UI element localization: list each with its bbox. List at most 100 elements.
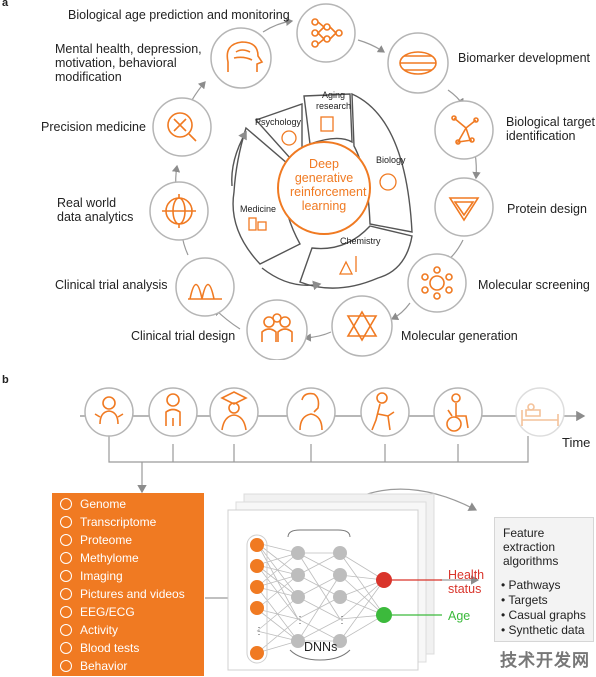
label-generation: Molecular generation bbox=[401, 329, 518, 343]
data-type-label: Imaging bbox=[80, 568, 123, 583]
data-type-label: Proteome bbox=[80, 532, 133, 547]
label-precision: Precision medicine bbox=[41, 120, 146, 134]
label-protein: Protein design bbox=[507, 202, 587, 216]
panel-b: b bbox=[0, 370, 596, 677]
dnn-nodes: ⋮ ⋮ ⋮ bbox=[246, 529, 442, 664]
globe-target-icon bbox=[162, 194, 196, 228]
feature-item: • Targets bbox=[501, 593, 548, 607]
dna-magnifier-icon bbox=[167, 112, 197, 142]
node-screening bbox=[407, 253, 467, 313]
protein-icon bbox=[448, 197, 480, 222]
lifecourse-diagram: ⋮ ⋮ ⋮ bbox=[80, 387, 586, 671]
elder-icon bbox=[371, 392, 395, 431]
node-trial-design bbox=[246, 299, 308, 360]
medicine-icon bbox=[248, 217, 257, 231]
dna-icon bbox=[60, 497, 72, 510]
target-line-1: Biological target bbox=[506, 115, 595, 129]
svg-text:⋮: ⋮ bbox=[295, 615, 305, 626]
biomarker-icon bbox=[399, 51, 437, 75]
feature-title-line-1: Feature bbox=[503, 526, 545, 540]
rwd-line-2: data analytics bbox=[57, 210, 134, 224]
protein-icon bbox=[60, 533, 72, 546]
methylome-icon bbox=[60, 551, 72, 564]
time-label: Time bbox=[562, 435, 591, 450]
data-type-label: Transcriptome bbox=[80, 514, 157, 529]
center-circle bbox=[277, 141, 371, 235]
health-line-1: Health bbox=[448, 568, 485, 582]
age-label: Age bbox=[448, 609, 471, 623]
aging-research-icon bbox=[320, 116, 334, 132]
people-icon bbox=[261, 313, 293, 342]
segment-label-aging: Aging research bbox=[316, 90, 351, 112]
data-type-eeg: EEG/ECG bbox=[60, 603, 135, 620]
time-node-adult bbox=[286, 387, 336, 437]
data-type-behavior: Behavior bbox=[60, 657, 127, 674]
molecule-network-icon bbox=[451, 115, 479, 145]
data-type-pictures: Pictures and videos bbox=[60, 585, 185, 602]
panel-a: a bbox=[2, 0, 595, 360]
time-node-elder bbox=[360, 387, 410, 437]
mental-line-3: modification bbox=[55, 70, 122, 84]
label-mental: Mental health, depression, motivation, b… bbox=[55, 42, 202, 84]
center-line-4: learning bbox=[301, 199, 347, 213]
molecule-icon bbox=[421, 266, 453, 300]
mental-line-2: motivation, behavioral bbox=[55, 56, 177, 70]
data-type-transcriptome: Transcriptome bbox=[60, 513, 156, 530]
feature-item: • Pathways bbox=[501, 578, 561, 592]
segment-label-biology: Biology bbox=[376, 155, 406, 165]
biology-icon bbox=[379, 173, 397, 191]
health-status-label: Health status bbox=[448, 568, 484, 596]
camera-icon bbox=[60, 587, 72, 600]
neural-network-icon bbox=[311, 18, 343, 48]
data-types-panel: Genome Transcriptome Proteome Methylome … bbox=[52, 493, 204, 676]
time-node-wheelchair bbox=[433, 387, 483, 437]
panel-a-letter: a bbox=[2, 0, 9, 9]
feature-item: • Synthetic data bbox=[501, 623, 585, 637]
data-type-label: Pictures and videos bbox=[80, 586, 185, 601]
aging-line-2: research bbox=[316, 101, 352, 111]
adult-icon bbox=[299, 392, 323, 431]
age-output-node bbox=[376, 607, 392, 623]
health-output-node bbox=[376, 572, 392, 588]
chemistry-icon bbox=[338, 256, 357, 275]
data-type-methylome: Methylome bbox=[60, 549, 139, 566]
label-trial-analysis: Clinical trial analysis bbox=[55, 278, 168, 292]
feature-title-line-3: algorithms bbox=[503, 554, 559, 568]
data-type-label: Activity bbox=[80, 622, 119, 637]
center-line-2: generative bbox=[294, 171, 354, 185]
segment-label-medicine: Medicine bbox=[240, 204, 277, 214]
time-node-infant bbox=[84, 387, 134, 437]
center-line-1: Deep bbox=[309, 157, 339, 171]
label-trial-design: Clinical trial design bbox=[131, 329, 236, 343]
label-biomarker: Biomarker development bbox=[458, 51, 591, 65]
peaks-chart-icon bbox=[188, 283, 222, 300]
feature-extraction-box: Feature extraction algorithms • Pathways… bbox=[494, 517, 594, 642]
label-target: Biological target identification bbox=[506, 115, 595, 143]
psychology-icon bbox=[281, 130, 297, 146]
data-type-label: EEG/ECG bbox=[80, 604, 135, 619]
activity-icon bbox=[60, 623, 72, 636]
behavior-icon bbox=[60, 659, 72, 672]
dnn-label: DNNs bbox=[304, 640, 338, 654]
mental-line-1: Mental health, depression, bbox=[55, 42, 202, 56]
bed-icon bbox=[521, 403, 559, 426]
time-node-child bbox=[148, 387, 198, 437]
data-type-imaging: Imaging bbox=[60, 567, 123, 584]
node-generation bbox=[331, 295, 393, 357]
label-rwd: Real world data analytics bbox=[57, 196, 133, 224]
cycle-diagram bbox=[149, 3, 494, 360]
data-type-genome: Genome bbox=[60, 495, 126, 512]
node-bio-age bbox=[296, 3, 356, 63]
segment-label-psychology: Psychology bbox=[255, 117, 302, 127]
target-line-2: identification bbox=[506, 129, 576, 143]
data-type-label: Methylome bbox=[80, 550, 139, 565]
infant-icon bbox=[94, 396, 124, 425]
data-type-proteome: Proteome bbox=[60, 531, 132, 548]
svg-text:⋮: ⋮ bbox=[337, 615, 347, 626]
feature-item: • Casual graphs bbox=[501, 608, 586, 622]
feature-title-line-2: extraction bbox=[503, 540, 556, 554]
segment-label-chemistry: Chemistry bbox=[340, 236, 381, 246]
dnn-stack bbox=[227, 493, 435, 671]
imaging-icon bbox=[60, 569, 72, 582]
aging-line-1: Aging bbox=[321, 90, 346, 100]
